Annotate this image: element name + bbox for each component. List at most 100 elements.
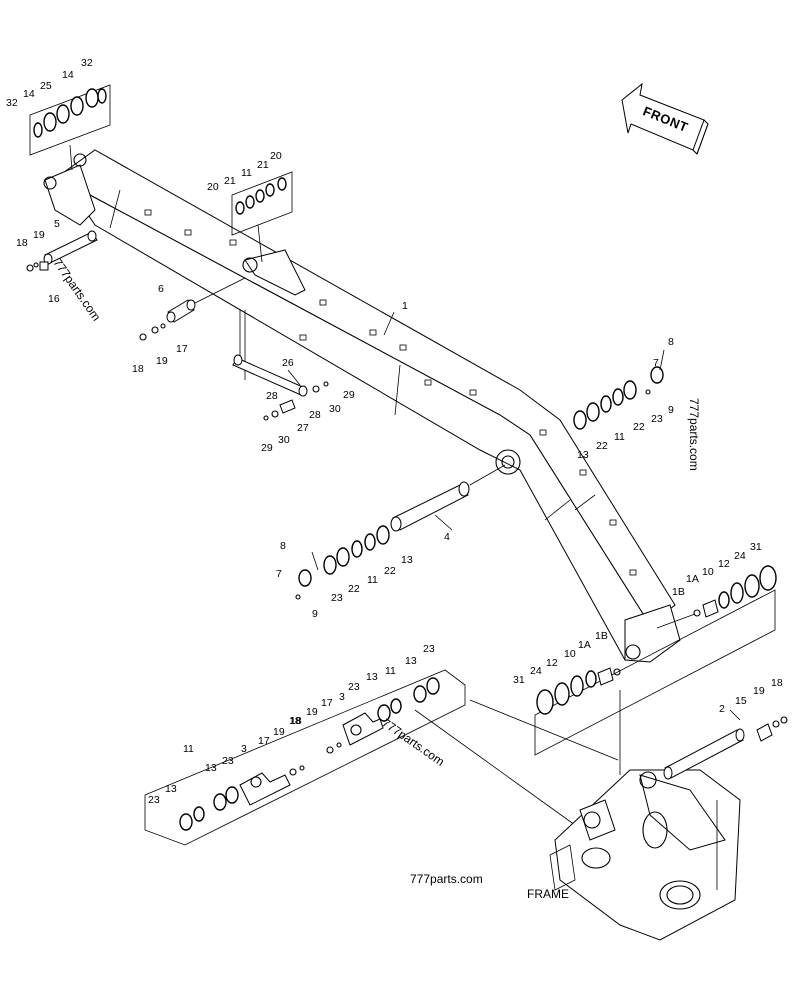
callout: 19 [273, 726, 285, 738]
callout: 29 [343, 389, 355, 401]
callout: 21 [224, 175, 236, 187]
callout: 11 [367, 574, 378, 586]
callout: 11 [241, 167, 252, 179]
callout: 27 [297, 422, 309, 434]
callout: 22 [348, 583, 360, 595]
callout: 6 [158, 283, 164, 295]
callout: 28 [309, 409, 321, 421]
callout: 12 [718, 558, 730, 570]
callout: 13 [205, 762, 217, 774]
callout: 19 [156, 355, 168, 367]
callout: 28 [266, 390, 278, 402]
callout: 1 [402, 300, 408, 312]
callout: 26 [282, 357, 294, 369]
callout: 9 [668, 404, 674, 416]
callout: 15 [735, 695, 747, 707]
callout: 23 [651, 413, 663, 425]
pin-4-washer-stack [295, 525, 390, 600]
callout: 30 [329, 403, 341, 415]
callout: 19 [753, 685, 765, 697]
callout: 29 [261, 442, 273, 454]
callout: 1B [595, 630, 608, 642]
callout: 17 [321, 697, 333, 709]
callout: 23 [331, 592, 343, 604]
callout: 32 [81, 57, 93, 69]
callout: 10 [564, 648, 576, 660]
pin-part-4 [390, 464, 506, 532]
callout: 31 [513, 674, 525, 686]
callout: 13 [401, 554, 413, 566]
watermark: 777parts.com [379, 716, 447, 769]
callout: 24 [530, 665, 542, 677]
boom-assembly [43, 149, 681, 663]
callout: 18 [771, 677, 783, 689]
callout: 19 [306, 706, 318, 718]
callout: 23 [148, 794, 160, 806]
callout: 3 [241, 743, 247, 755]
callout: 32 [6, 97, 18, 109]
callout: 14 [23, 88, 35, 100]
watermark: 777parts.com [50, 256, 103, 324]
callout: 12 [546, 657, 558, 669]
callout: 16 [48, 293, 60, 305]
callout: 25 [40, 80, 52, 92]
callout: 1A [578, 639, 591, 651]
callout: 21 [257, 159, 269, 171]
front-arrow-icon: FRONT [621, 82, 709, 155]
callout: 18 [290, 715, 302, 727]
callout: 4 [444, 531, 450, 543]
callout: 23 [423, 643, 435, 655]
callout: 22 [384, 565, 396, 577]
callout: 7 [276, 568, 282, 580]
callout: 8 [668, 336, 674, 348]
callout: 2 [719, 703, 725, 715]
callout: 13 [366, 671, 378, 683]
leader-lines [287, 311, 741, 721]
callout: 20 [207, 181, 219, 193]
frame [549, 716, 788, 941]
pin-part-6 [139, 277, 246, 341]
callout: 18 [289, 715, 301, 727]
callout: 7 [653, 357, 659, 369]
callout: 24 [734, 550, 746, 562]
callout: 1B [672, 586, 685, 598]
callout: 3 [339, 691, 345, 703]
callout: 13 [405, 655, 417, 667]
callout: 18 [132, 363, 144, 375]
callout: 10 [702, 566, 714, 578]
callout: 8 [280, 540, 286, 552]
foot-pin-upper-washers [656, 565, 777, 629]
callout: 18 [16, 237, 28, 249]
pin-part-26 [232, 310, 329, 421]
bracket-washer-stack [231, 171, 293, 263]
callout: 23 [222, 755, 234, 767]
boom-pivot-washer-stack [573, 349, 665, 430]
callout: 20 [270, 150, 282, 162]
callout: 13 [165, 783, 177, 795]
callout: 11 [183, 743, 194, 755]
callout-labels: 32 14 25 14 32 20 21 11 21 20 18 19 5 16… [6, 57, 783, 806]
arm-end-washer-stack [29, 84, 111, 171]
callout: 22 [633, 421, 645, 433]
callout: 19 [33, 229, 45, 241]
callout: 1A [686, 573, 699, 585]
callout: 13 [577, 449, 589, 461]
callout: 11 [614, 431, 625, 443]
callout: 17 [258, 735, 270, 747]
callout: 11 [385, 665, 396, 677]
callout: 30 [278, 434, 290, 446]
callout: 14 [62, 69, 74, 81]
frame-label: FRAME [527, 887, 569, 901]
callout: 9 [312, 608, 318, 620]
callout: 23 [348, 681, 360, 693]
watermark: 777parts.com [687, 398, 701, 471]
callout: 5 [54, 218, 60, 230]
pin-part-5 [26, 230, 98, 272]
callout: 17 [176, 343, 188, 355]
callout: 22 [596, 440, 608, 452]
cylinder-pin-panel [144, 669, 621, 846]
foot-pin-lower-washers [534, 589, 776, 756]
watermark: 777parts.com [410, 872, 483, 886]
